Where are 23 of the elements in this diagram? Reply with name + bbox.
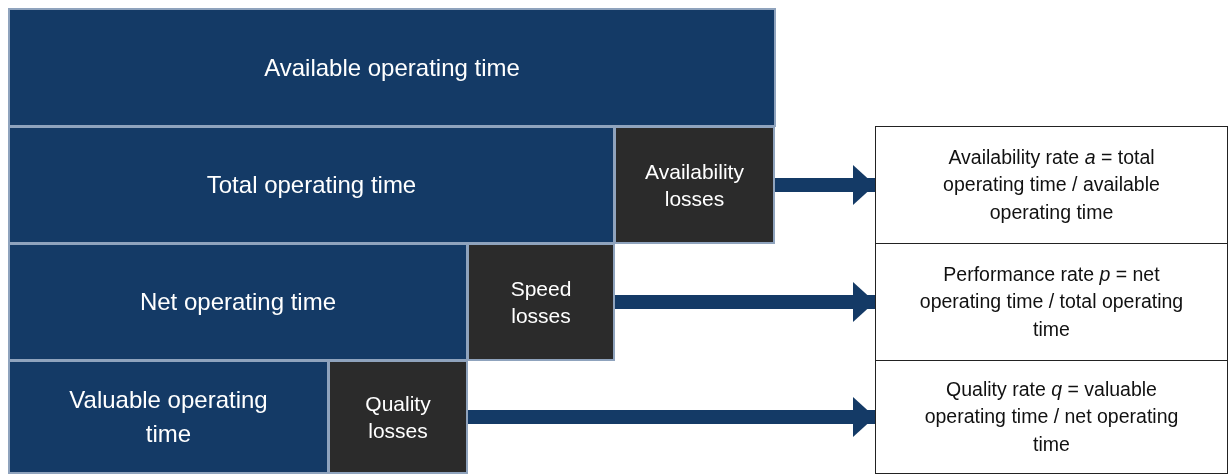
time-bar	[8, 360, 329, 474]
formula-text: Performance rate p = net operating time / total operating time	[918, 262, 1185, 342]
arrow	[615, 282, 875, 322]
loss-box	[614, 126, 775, 244]
arrow	[775, 165, 875, 205]
time-bar	[8, 8, 776, 127]
arrow	[468, 397, 875, 437]
loss-label: Quality losses	[364, 390, 432, 444]
bar-label: Valuable operating time	[68, 385, 269, 449]
loss-box	[328, 360, 468, 474]
loss-label: Availability losses	[644, 158, 745, 212]
time-bar	[8, 243, 468, 361]
bar-label: Total operating time	[206, 170, 417, 201]
bar-label: Available operating time	[264, 52, 520, 83]
formula-box	[875, 243, 1228, 361]
formula-box	[875, 126, 1228, 244]
time-bar	[8, 126, 615, 244]
bar-label: Net operating time	[139, 287, 337, 318]
formula-box	[875, 360, 1228, 474]
loss-box	[467, 243, 615, 361]
loss-label: Speed losses	[509, 275, 573, 329]
formula-text: Quality rate q = valuable operating time / net operating time	[923, 377, 1180, 457]
formula-text: Availability rate a = total operating time / available operating time	[942, 145, 1161, 225]
